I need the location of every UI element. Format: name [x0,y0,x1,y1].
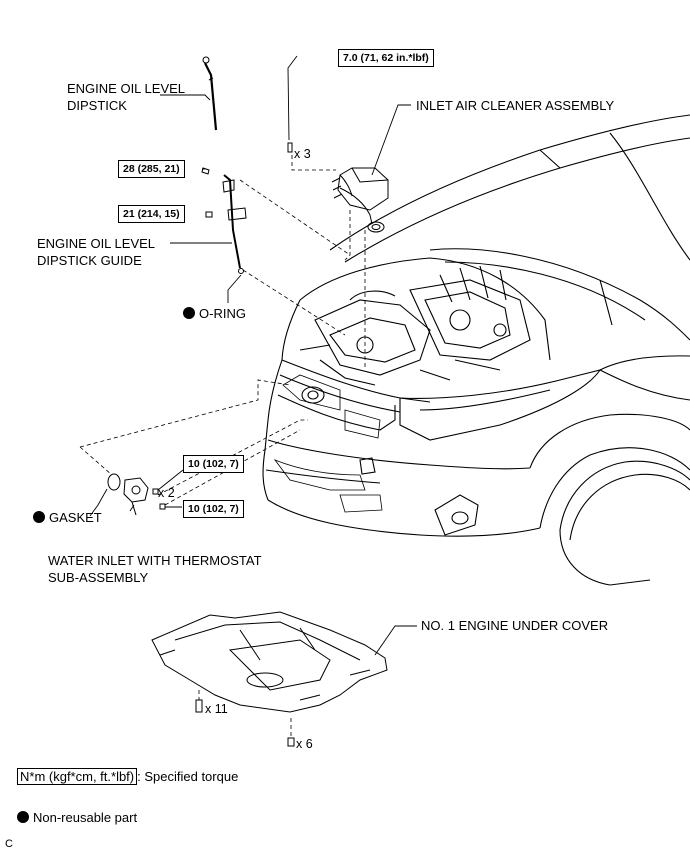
label-o-ring: O-RING [183,305,246,322]
label-dipstick-guide: ENGINE OIL LEVEL DIPSTICK GUIDE [37,236,156,268]
air-cleaner-illustration [331,167,389,233]
vehicle-front-illustration [262,114,690,586]
torque-water-inlet-upper: 10 (102, 7) [183,455,244,473]
non-reusable-dot-icon [17,811,29,823]
dipstick-guide-illustration [222,174,247,274]
torque-air-cleaner: 7.0 (71, 62 in.*lbf) [338,49,434,67]
label-dipstick: ENGINE OIL LEVEL DIPSTICK [67,81,186,113]
qty-under-cover-bolts: x 11 [205,702,228,716]
legend-torque: N*m (kgf*cm, ft.*lbf): Specified torque [17,768,238,785]
torque-guide-lower: 21 (214, 15) [118,205,185,223]
legend-non-reusable: Non-reusable part [17,809,137,826]
qty-under-cover-clips: x 6 [296,737,313,751]
dipstick-illustration [202,56,218,131]
label-water-inlet: WATER INLET WITH THERMOSTAT SUB-ASSEMBLY [48,553,262,585]
label-inlet-air-cleaner: INLET AIR CLEANER ASSEMBLY [416,98,615,113]
water-inlet-illustration [107,473,149,516]
bolt-icons [152,142,295,747]
figure-code: C [5,838,13,850]
under-cover-illustration [151,611,388,713]
torque-water-inlet-lower: 10 (102, 7) [183,500,244,518]
legend-torque-text: : Specified torque [137,769,239,784]
torque-guide-upper: 28 (285, 21) [118,160,185,178]
non-reusable-dot-icon [33,511,45,523]
legend-torque-units: N*m (kgf*cm, ft.*lbf) [17,768,138,785]
label-gasket: GASKET [33,509,102,526]
non-reusable-dot-icon [183,307,195,319]
qty-air-cleaner: x 3 [294,147,311,161]
qty-water-inlet: x 2 [158,486,175,500]
leader-lines [89,55,417,656]
label-under-cover: NO. 1 ENGINE UNDER COVER [421,618,609,633]
